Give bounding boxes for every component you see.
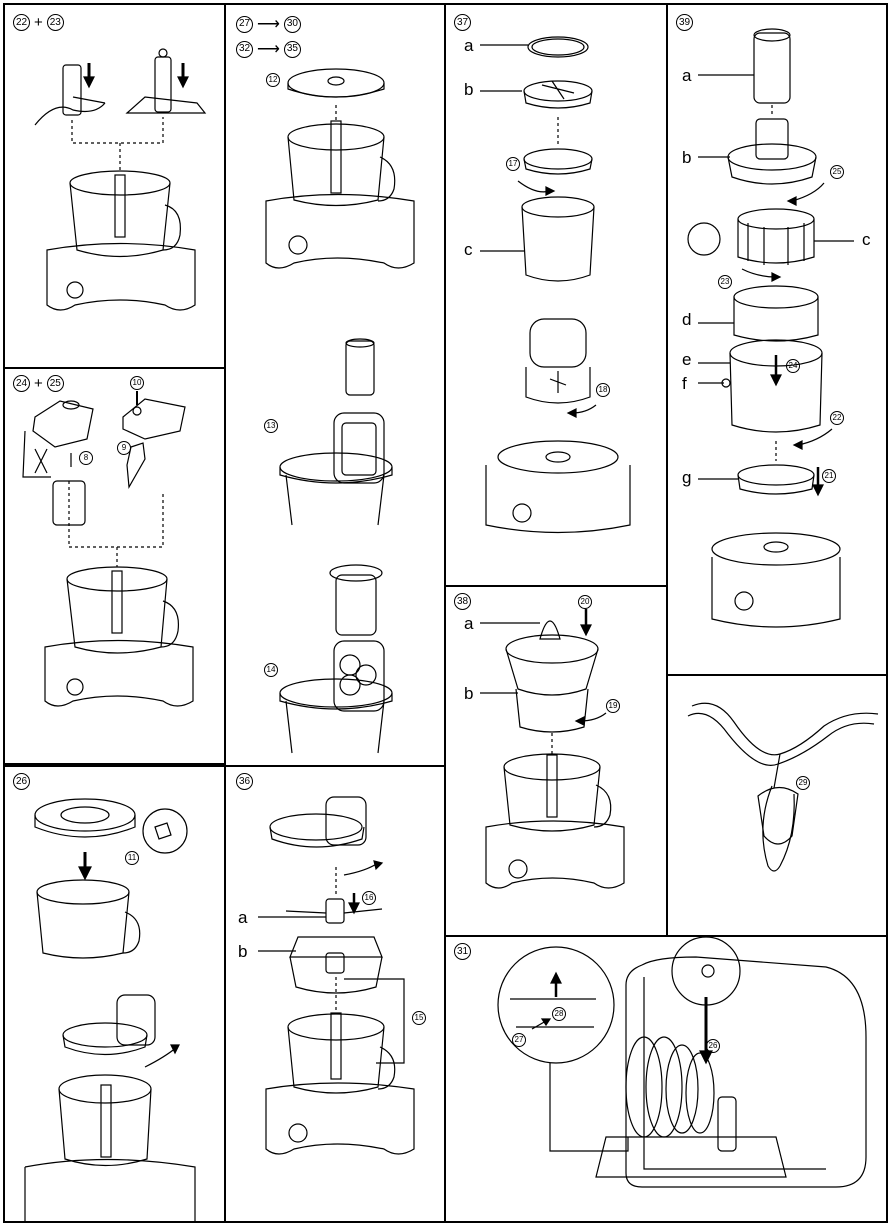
callout-19: 19 [606,699,620,713]
step-number: 30 [283,15,301,33]
step-number: 37 [454,14,471,31]
panel-step-24-25: 24 + 25 10 9 8 [3,367,226,765]
step-header-row-1: 27 ⟶ 30 [236,14,301,34]
callout-29: 29 [796,776,810,790]
step-number: 32 [236,40,253,58]
panel-step-39: 39 a b c d e f g 25 23 24 22 21 [666,3,888,676]
plus-sign: + [34,375,43,392]
step-number: 31 [454,943,471,960]
step-number: 38 [454,593,471,610]
callout-21: 21 [822,469,836,483]
panel-step-37: 37 a b c 17 18 [444,3,668,587]
step-header: 31 [454,943,471,960]
panel-step-26: 26 11 [3,765,226,1223]
step-number: 22 [13,14,30,31]
step-number: 35 [283,40,301,58]
step-number: 23 [46,14,64,31]
citrus-press-illustration [480,609,625,889]
part-label-b: b [238,942,248,961]
panel-step-38: 38 a b 20 19 [444,585,668,937]
juicer-assembly-illustration [687,28,854,628]
callout-23: 23 [718,275,732,289]
callout-15: 15 [412,1011,426,1025]
step-header: 36 [236,773,253,790]
callout-17: 17 [506,157,520,171]
callout-25: 25 [830,165,844,179]
cord-storage-illustration [687,702,879,872]
chopper-assembly-illustration [258,796,415,1155]
callout-27: 27 [512,1033,526,1047]
step-number: 36 [236,773,253,790]
lid-and-pusher-illustration [22,391,194,707]
part-label-c: c [464,240,473,259]
callout-22: 22 [830,411,844,425]
part-label-g: g [682,468,692,487]
step-header-row-2: 32 ⟶ 35 [236,39,301,59]
part-label-a: a [682,66,692,85]
callout-28: 28 [552,1007,566,1021]
step-number: 26 [13,773,30,790]
part-label-b: b [682,148,692,167]
part-label-d: d [682,310,692,329]
step-number: 24 [13,375,30,392]
part-label-f: f [682,374,687,393]
step-number: 25 [46,375,64,392]
step-number: 27 [236,15,253,33]
step-header: 38 [454,593,471,610]
part-label-a: a [238,908,248,927]
lid-locking-illustration [24,798,196,1221]
callout-11: 11 [125,851,139,865]
disc-and-feed-tube-illustration [265,68,415,754]
callout-14: 14 [264,663,278,677]
part-label-e: e [682,350,692,369]
callout-18: 18 [596,383,610,397]
plus-sign: + [34,14,43,31]
step-header: 24 + 25 [13,375,64,392]
callout-8: 8 [79,451,93,465]
part-label-c: c [862,230,871,249]
panel-cord-storage: 29 [666,674,888,937]
callout-13: 13 [264,419,278,433]
step-number: 39 [676,14,693,31]
arrow-right-icon: ⟶ [257,41,280,58]
step-header: 26 [13,773,30,790]
arrow-right-icon: ⟶ [257,16,280,33]
mill-assembly-illustration [480,36,631,534]
knife-blade-and-dough-tool-illustration [34,48,207,311]
step-header: 37 [454,14,471,31]
disc-storage-case-illustration [497,937,867,1188]
panel-step-27-35: 27 ⟶ 30 32 ⟶ 35 12 13 14 [224,3,446,767]
part-label-a: a [464,614,474,633]
panel-step-31: 31 28 27 26 [444,935,888,1223]
callout-10: 10 [130,376,144,390]
callout-20: 20 [578,595,592,609]
callout-16: 16 [362,891,376,905]
step-header: 22 + 23 [13,14,64,31]
step-header: 39 [676,14,693,31]
part-label-b: b [464,684,474,703]
panel-step-22-23: 22 + 23 [3,3,226,369]
callout-12: 12 [266,73,280,87]
part-label-a: a [464,36,474,55]
panel-step-36: 36 a b 16 15 [224,765,446,1223]
part-label-b: b [464,80,474,99]
